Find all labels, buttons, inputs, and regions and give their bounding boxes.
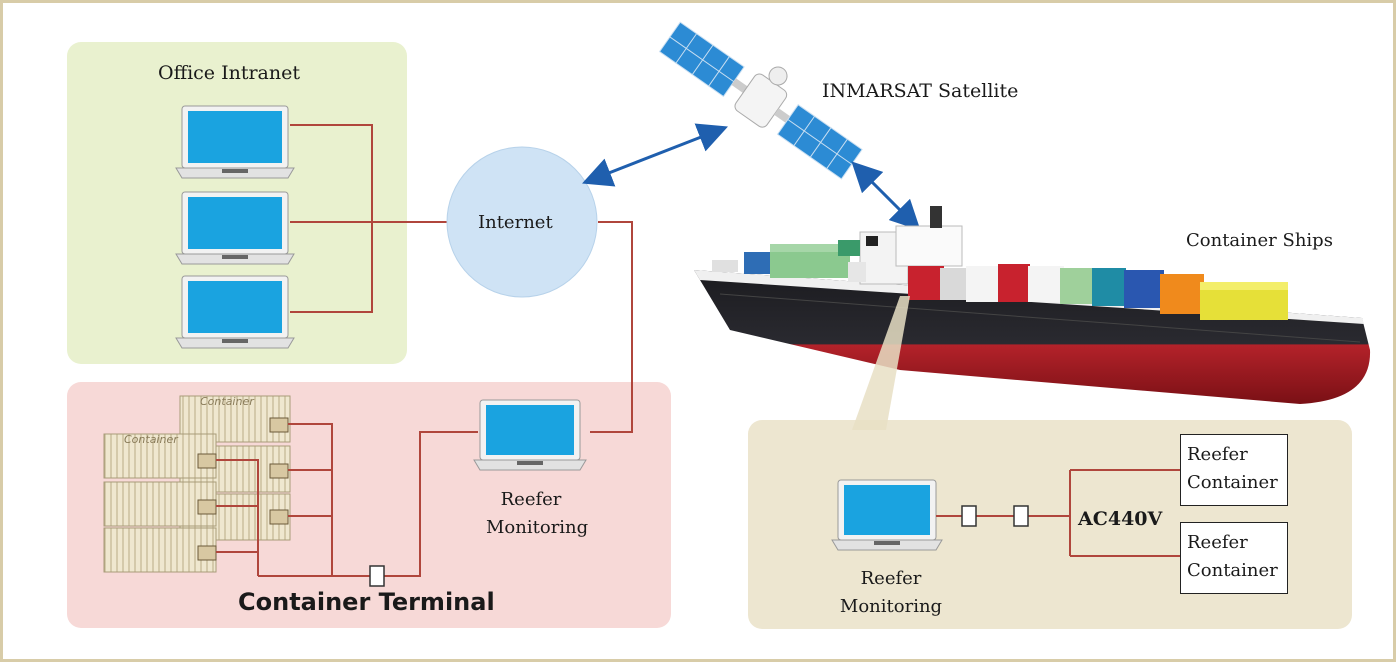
terminal-monitor-laptop xyxy=(473,399,587,471)
ship-monitor-laptop xyxy=(831,479,943,551)
terminal-wiring xyxy=(216,423,478,577)
ac-voltage-label: AC440V xyxy=(1078,508,1163,530)
internet-label: Internet xyxy=(478,212,553,233)
container-ships-label: Container Ships xyxy=(1186,230,1333,251)
internet-cloud xyxy=(446,146,598,298)
container-ship xyxy=(694,206,1371,404)
office-network-lines xyxy=(290,124,633,433)
terminal-connector xyxy=(369,565,385,587)
office-laptop-2 xyxy=(175,191,295,265)
ship-connector-2 xyxy=(1013,505,1029,527)
terminal-containers xyxy=(103,395,291,573)
reefer-container-box-1: Reefer Container xyxy=(1180,434,1288,506)
satellite-ship-link xyxy=(851,161,921,231)
satellite-label: INMARSAT Satellite xyxy=(822,80,1019,102)
container-terminal-title: Container Terminal xyxy=(238,588,495,616)
container-stamp-text: Container xyxy=(200,395,255,408)
ship-connector-1 xyxy=(961,505,977,527)
ship-wiring xyxy=(936,469,1180,557)
office-laptop-1 xyxy=(175,105,295,179)
ship-callout-beam xyxy=(852,296,910,430)
office-intranet-title: Office Intranet xyxy=(158,62,300,84)
container-stamp-text: Container xyxy=(124,433,179,446)
terminal-reefer-monitoring-label: Reefer Monitoring xyxy=(486,489,589,538)
ship-reefer-monitoring-label: Reefer Monitoring xyxy=(839,568,943,617)
internet-satellite-link xyxy=(582,123,728,187)
reefer-container-box-2: Reefer Container xyxy=(1180,522,1288,594)
container-stack-front xyxy=(103,433,217,573)
office-laptop-3 xyxy=(175,275,295,349)
